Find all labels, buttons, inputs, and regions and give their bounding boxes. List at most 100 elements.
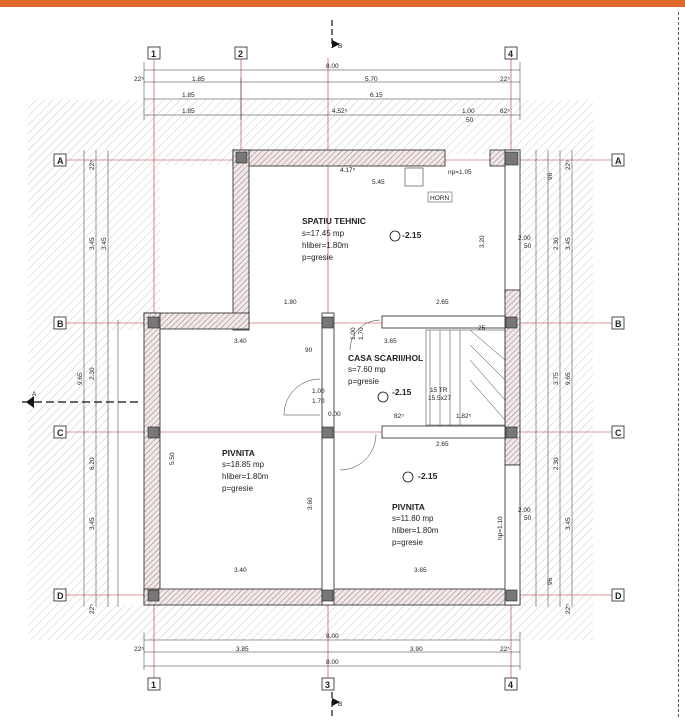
doors — [283, 319, 381, 471]
room-hall-level: -2.15 — [392, 387, 412, 397]
dim-right-b0: 2.30 — [553, 237, 560, 250]
dim-top-r2-0: 22⁵ — [134, 76, 144, 83]
bottom-dimension-lines — [143, 632, 521, 670]
dim-top-r2-2: 5.70 — [365, 76, 378, 83]
dim-door-a: 1.00 — [312, 388, 325, 395]
room-pivnita2-height: hliber=1.80m — [392, 526, 439, 535]
axis-label-col-2: 2 — [238, 49, 243, 59]
room-pivnita2-name: PIVNITA — [392, 502, 425, 512]
room-pivnita1-floor: p=gresie — [222, 484, 253, 493]
wall-top-left — [232, 149, 446, 167]
horn — [404, 167, 453, 203]
dim-right-window-1: 2.00 — [518, 235, 531, 242]
dim-right-b1: 2.30 — [553, 457, 560, 470]
dim-right-c0: 96 — [547, 172, 554, 180]
columns — [147, 151, 519, 602]
dim-bottom-total2: 8.00 — [326, 659, 339, 666]
dim-right-a4: 22⁵ — [565, 604, 572, 614]
dim-bottom-r: 3.65 — [414, 567, 427, 574]
walls — [143, 149, 521, 606]
room-pivnita2-floor: p=gresie — [392, 538, 423, 547]
dim-left-b2: 3.45 — [89, 517, 96, 530]
dim-small2: 25 — [478, 325, 486, 332]
dim-82: 82⁵ — [394, 413, 404, 420]
level-markers — [377, 230, 414, 483]
dim-top-r4-3: 62⁵ — [500, 108, 510, 115]
dim-right-a2: 3.75 — [553, 372, 560, 385]
section-arrow-b-bottom — [332, 698, 340, 706]
axis-label-col-1: 1 — [151, 49, 156, 59]
dim-hall-r: 2.65 — [436, 299, 449, 306]
axis-label-row-a: A — [57, 156, 64, 166]
dim-zero: 0.00 — [328, 411, 341, 418]
wall-left-upper — [232, 149, 250, 331]
stairs-label: 15 TR — [430, 387, 448, 394]
top-dimension-lines — [143, 62, 521, 120]
dim-pivnita-w: 3.40 — [234, 338, 247, 345]
axis-label-row-b-right: B — [615, 319, 622, 329]
dim-right-c1: 96 — [547, 577, 554, 585]
dim-left-b1: 6.20 — [89, 457, 96, 470]
wall-right-lower — [504, 464, 521, 606]
dim-left-a1: 3.45 — [89, 237, 96, 250]
room-pivnita1-height: hliber=1.80m — [222, 472, 269, 481]
dim-182: 1.82⁵ — [456, 413, 472, 420]
dim-top-r3-0: 1.85 — [182, 92, 195, 99]
dim-right-a0: 22⁵ — [565, 160, 572, 170]
dim-hall-c: 2.65 — [436, 441, 449, 448]
dim-small: 90 — [305, 347, 313, 354]
axis-label-col-4: 4 — [508, 49, 513, 59]
wall-inner-vertical — [321, 312, 335, 606]
dim-top-r4-0: 1.85 — [182, 108, 195, 115]
dim-left-a0: 22⁵ — [89, 160, 96, 170]
stairs — [425, 329, 506, 426]
wall-right-mid — [504, 289, 521, 466]
axis-label-col-3-bottom: 3 — [325, 680, 330, 690]
stairs-dims-label: 15.5x27 — [428, 395, 452, 402]
room-spatiu-area: s=17.45 mp — [302, 229, 345, 238]
dim-door-d: 1.70 — [358, 327, 365, 340]
dim-top-r2-1: 1.85 — [192, 76, 205, 83]
room-spatiu-height: hliber=1.80m — [302, 241, 349, 250]
axis-label-col-1-bottom: 1 — [151, 680, 156, 690]
dim-right-window-2b: 50 — [524, 515, 532, 522]
room-pivnita2-level: -2.15 — [418, 471, 438, 481]
room-spatiu-floor: p=gresie — [302, 253, 333, 262]
room-pivnita2-area: s=11.80 mp — [392, 514, 434, 523]
dim-right-a1: 3.45 — [565, 237, 572, 250]
dim-top-total: 8.00 — [326, 63, 339, 70]
dim-left-b0: 2.30 — [89, 367, 96, 380]
left-dimension-lines — [83, 150, 119, 607]
dim-top-r3-1: 6.15 — [370, 92, 383, 99]
wall-stair-top — [381, 315, 506, 329]
axis-label-row-b: B — [57, 319, 64, 329]
room-hall-name: CASA SCARII/HOL — [348, 353, 423, 363]
axis-bubbles — [53, 46, 625, 691]
section-label-b-top: B — [338, 43, 342, 50]
dim-door-b: 1.70 — [312, 398, 325, 405]
dim-right-window-2: 2.00 — [518, 507, 531, 514]
axis-label-row-c-right: C — [615, 428, 622, 438]
right-dimension-lines — [535, 150, 573, 607]
room-spatiu-name: SPATIU TEHNIC — [302, 216, 366, 226]
room-spatiu-level: -2.15 — [402, 230, 422, 240]
dim-pivnita-h2: 3.60 — [307, 497, 314, 510]
dim-pv2-h: hp=1.10 — [497, 516, 504, 540]
section-arrow-a — [26, 396, 34, 408]
dim-top-window: 50 — [466, 117, 474, 124]
room-pivnita1-name: PIVNITA — [222, 448, 255, 458]
dim-hall-l: 1.80 — [284, 299, 297, 306]
dim-stair-w: 3.65 — [384, 338, 397, 345]
dim-bottom-0: 22⁵ — [134, 646, 144, 653]
horn-label: HORN — [430, 195, 449, 202]
np-note: np=1.05 — [448, 169, 472, 176]
dim-bottom-l: 3.40 — [234, 567, 247, 574]
dim-right-window-1b: 50 — [524, 243, 532, 250]
dim-door-c: 1.00 — [350, 327, 357, 340]
dim-top-r4-1: 4.52⁵ — [332, 108, 348, 115]
section-label-a: A — [32, 391, 37, 398]
dim-right-a3: 3.45 — [565, 517, 572, 530]
dim-top-r4-2: 1.00 — [462, 108, 475, 115]
dim-left-b3: 22⁵ — [89, 604, 96, 614]
